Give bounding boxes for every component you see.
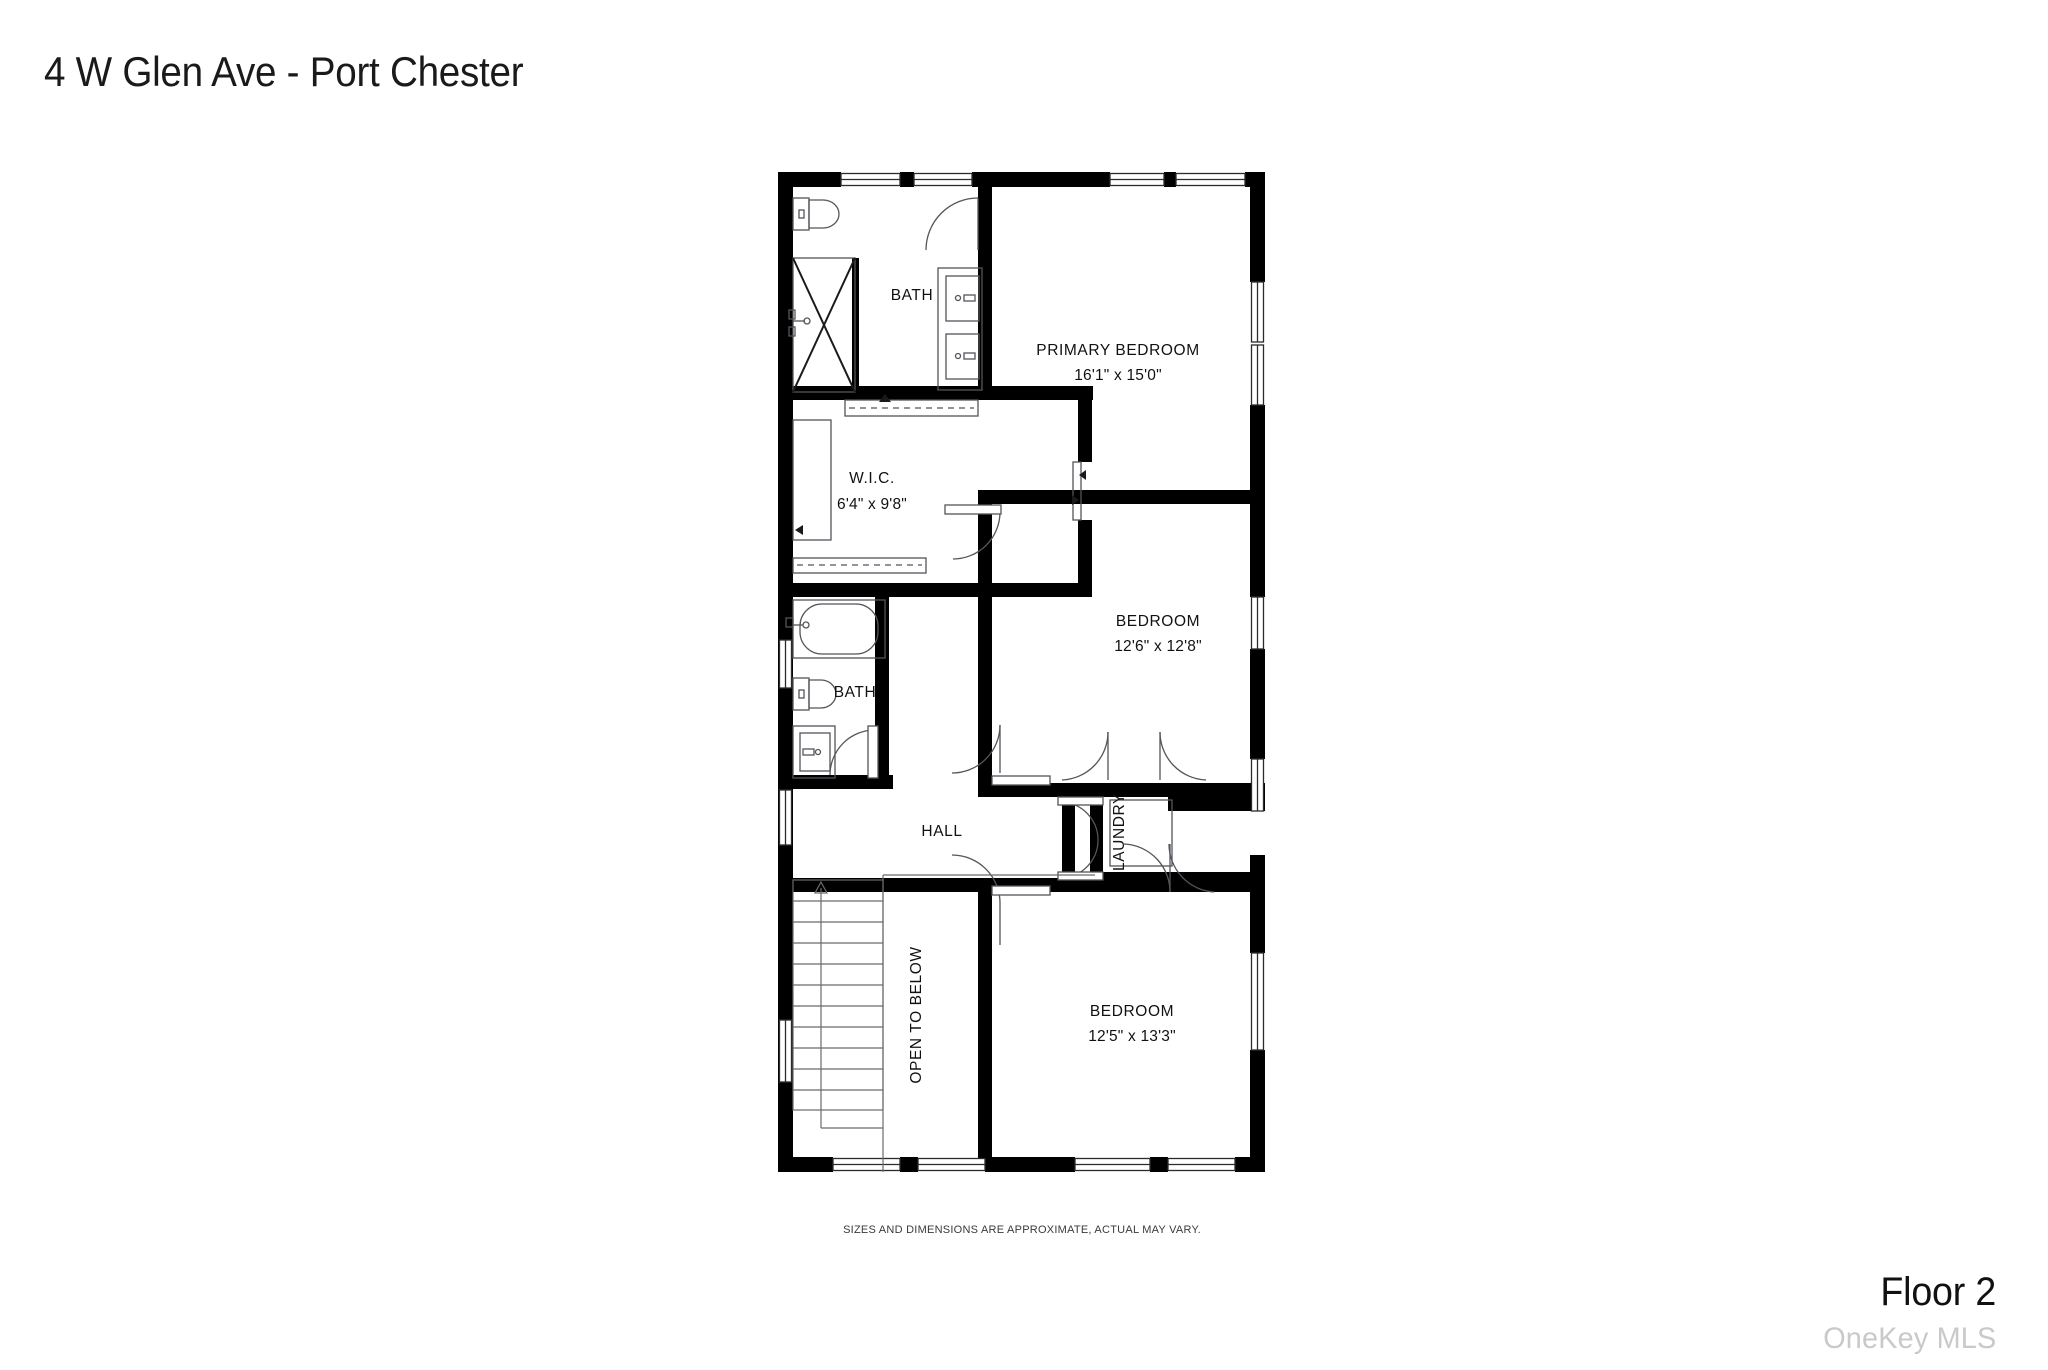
- room-label-bedroom-middle: BEDROOM: [1116, 613, 1200, 630]
- toilet-hall-icon: [792, 677, 837, 711]
- vanity-primary-icon: [937, 267, 983, 391]
- room-dim-primary-bedroom: 16'1" x 15'0": [1074, 367, 1162, 384]
- page-title: 4 W Glen Ave - Port Chester: [44, 48, 524, 95]
- room-label-hall: HALL: [921, 823, 962, 840]
- bathtub-icon: [785, 599, 886, 659]
- room-dim-bedroom-front: 12'5" x 13'3": [1088, 1028, 1176, 1045]
- disclaimer-text: SIZES AND DIMENSIONS ARE APPROXIMATE, AC…: [843, 1224, 1201, 1236]
- door-wic-hall-icon: [944, 504, 1002, 560]
- door-hall-bath-icon: [829, 725, 879, 779]
- laundry-appliance-icon: [1109, 799, 1173, 867]
- wic-door-icon: [1072, 461, 1086, 521]
- staircase-icon: [792, 874, 1095, 1172]
- vanity-hall-icon: [792, 725, 836, 779]
- floor-label: Floor 2: [1880, 1270, 1996, 1314]
- fixture-group: [785, 197, 1215, 1172]
- room-label-laundry: LAUNDRY: [1111, 793, 1128, 871]
- wic-shelf-lower-icon: [792, 557, 927, 574]
- room-dim-wic: 6'4" x 9'8": [837, 496, 907, 513]
- room-dim-bedroom-middle: 12'6" x 12'8": [1114, 638, 1202, 655]
- shower-primary-icon: [788, 257, 856, 393]
- door-bedroom-mid-left-icon: [951, 724, 1051, 786]
- room-label-wic: W.I.C.: [849, 470, 895, 487]
- room-label-bath-primary: BATH: [891, 287, 934, 304]
- wall-group: [778, 172, 1265, 1172]
- window-group: [778, 172, 1265, 1172]
- closet-bifold-mid-icon: [1061, 731, 1207, 781]
- closet-shelf-primary-icon: [844, 394, 979, 417]
- room-label-bedroom-front: BEDROOM: [1090, 1003, 1174, 1020]
- room-label-bath-hall: BATH: [834, 684, 877, 701]
- door-bedroom-front-left-icon: [951, 854, 1051, 945]
- toilet-primary-icon: [792, 197, 840, 231]
- room-label-primary-bedroom: PRIMARY BEDROOM: [1036, 342, 1199, 359]
- room-label-open-to-below: OPEN TO BELOW: [908, 946, 925, 1083]
- wic-shelf-icon: [792, 419, 832, 541]
- room-label-group: BATH PRIMARY BEDROOM 16'1" x 15'0" W.I.C…: [834, 287, 1202, 1084]
- door-primary-bath-icon: [925, 197, 979, 251]
- closet-bifold-front-icon: [1123, 843, 1215, 893]
- laundry-door-icon: [1057, 796, 1104, 881]
- mls-watermark: OneKey MLS: [1822, 1322, 1996, 1355]
